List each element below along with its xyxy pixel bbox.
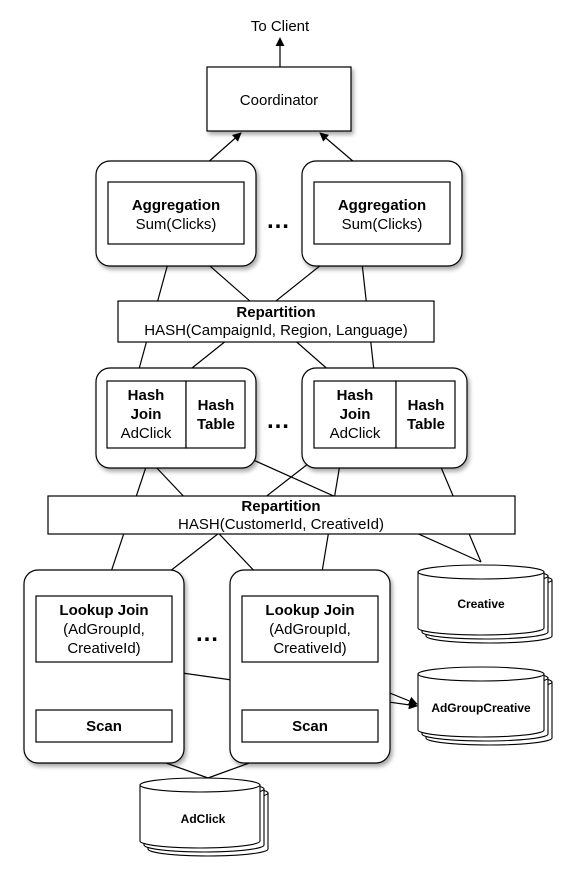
lookup-join-line3: CreativeId) (273, 640, 346, 657)
database-stack-icon (139, 777, 269, 857)
coordinator-label: Coordinator (240, 92, 318, 109)
aggregation-subtitle: Sum(Clicks) (342, 216, 423, 233)
hash-table-line2: Table (197, 416, 235, 433)
ellipsis-lookup-join: … (195, 620, 219, 647)
lookup-scan-node-1[interactable]: Lookup Join (AdGroupId, CreativeId) Scan (23, 569, 185, 764)
lookup-join-title: Lookup Join (59, 602, 148, 619)
hash-table-line1: Hash (408, 397, 445, 414)
database-stack-icon (417, 666, 553, 746)
database-stack-icon (417, 564, 553, 644)
hash-join-line3: AdClick (330, 425, 381, 442)
adclick-db-label: AdClick (181, 812, 226, 826)
hash-join-node-1[interactable]: Hash Join AdClick Hash Table (95, 367, 257, 469)
repartition-top[interactable]: Repartition HASH(CampaignId, Region, Lan… (117, 300, 435, 343)
coordinator-node[interactable]: Coordinator (206, 66, 352, 132)
aggregation-title: Aggregation (132, 197, 220, 214)
ellipsis-hash-join: … (266, 407, 290, 434)
repartition-top-title: Repartition (236, 304, 315, 321)
lookup-scan-node-2[interactable]: Lookup Join (AdGroupId, CreativeId) Scan (229, 569, 391, 764)
hash-join-node-2[interactable]: Hash Join AdClick Hash Table (301, 367, 468, 469)
creative-label: Creative (457, 597, 505, 611)
creative-database[interactable]: Creative (417, 564, 553, 644)
lookup-join-title: Lookup Join (265, 602, 354, 619)
hash-join-line1: Hash (337, 387, 374, 404)
aggregation-subtitle: Sum(Clicks) (136, 216, 217, 233)
repartition-top-subtitle: HASH(CampaignId, Region, Language) (144, 322, 408, 339)
adclick-database[interactable]: AdClick (139, 777, 269, 857)
lookup-join-line3: CreativeId) (67, 640, 140, 657)
ellipsis-aggregation: … (266, 207, 290, 234)
hash-table-line1: Hash (198, 397, 235, 414)
repartition-bottom[interactable]: Repartition HASH(CustomerId, CreativeId) (47, 495, 516, 535)
to-client-label: To Client (251, 18, 310, 35)
lookup-join-line2: (AdGroupId, (63, 621, 145, 638)
hash-join-line1: Hash (128, 387, 165, 404)
hash-join-line2: Join (131, 406, 162, 423)
repartition-bottom-title: Repartition (241, 498, 320, 515)
scan-label: Scan (292, 718, 328, 735)
aggregation-title: Aggregation (338, 197, 426, 214)
lookup-join-line2: (AdGroupId, (269, 621, 351, 638)
hash-join-line3: AdClick (121, 425, 172, 442)
hash-join-line2: Join (340, 406, 371, 423)
aggregation-node-1[interactable]: Aggregation Sum(Clicks) (95, 160, 257, 267)
hash-table-line2: Table (407, 416, 445, 433)
repartition-bottom-subtitle: HASH(CustomerId, CreativeId) (178, 516, 384, 533)
scan-label: Scan (86, 718, 122, 735)
aggregation-node-2[interactable]: Aggregation Sum(Clicks) (301, 160, 463, 267)
adgroupcreative-label: AdGroupCreative (431, 701, 531, 715)
adgroupcreative-database[interactable]: AdGroupCreative (417, 666, 553, 746)
